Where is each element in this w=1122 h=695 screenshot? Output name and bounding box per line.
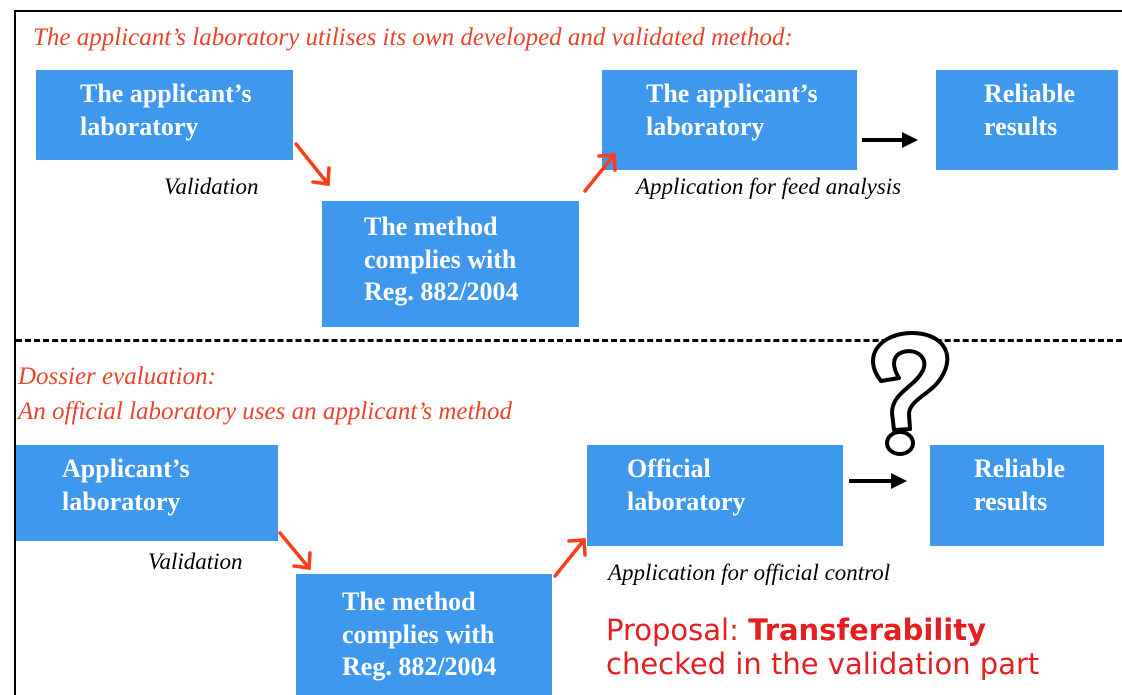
box-line: The applicant’s bbox=[80, 79, 252, 108]
proposal-line1: Proposal: Transferability bbox=[606, 613, 1039, 647]
bottom-heading-line1: Dossier evaluation: bbox=[18, 363, 216, 390]
top-applicant-lab-box: The applicant’s laboratory bbox=[36, 70, 293, 160]
bottom-method-box: The method complies with Reg. 882/2004 bbox=[296, 574, 552, 695]
question-mark-icon bbox=[871, 331, 950, 456]
box-line: Reg. 882/2004 bbox=[364, 277, 519, 306]
box-line: laboratory bbox=[80, 111, 199, 141]
slide-frame bbox=[14, 10, 1122, 695]
bottom-right-arrow-icon bbox=[849, 473, 907, 489]
box-line: complies with bbox=[364, 244, 517, 274]
bottom-application-caption: Application for official control bbox=[608, 560, 891, 585]
proposal-prefix: Proposal: bbox=[606, 613, 749, 647]
bottom-up-arrow-icon bbox=[553, 538, 587, 578]
box-line: Reg. 882/2004 bbox=[342, 652, 497, 681]
bottom-applicant-lab-box: Applicant’s laboratory bbox=[16, 445, 278, 541]
top-heading: The applicant’s laboratory utilises its … bbox=[33, 24, 793, 51]
box-line: The applicant’s bbox=[646, 79, 818, 108]
box-line: results bbox=[974, 486, 1048, 516]
top-reliable-results-box: Reliable results bbox=[936, 70, 1118, 170]
box-line: Official bbox=[627, 454, 711, 483]
proposal-text: Proposal: Transferability checked in the… bbox=[606, 613, 1039, 681]
box-line: Reliable bbox=[984, 79, 1075, 108]
box-line: The method bbox=[342, 587, 476, 616]
box-line: laboratory bbox=[646, 111, 765, 141]
box-line: Applicant’s bbox=[62, 454, 190, 483]
box-line: complies with bbox=[342, 619, 495, 649]
box-line: results bbox=[984, 111, 1058, 141]
box-line: Reliable bbox=[974, 454, 1065, 483]
proposal-bold: Transferability bbox=[748, 613, 986, 647]
bottom-heading-line2: An official laboratory uses an applicant… bbox=[18, 398, 512, 425]
top-right-arrow-icon bbox=[862, 132, 918, 148]
top-down-arrow-icon bbox=[294, 142, 331, 186]
top-up-arrow-icon bbox=[583, 153, 617, 193]
proposal-line2: checked in the validation part bbox=[606, 647, 1040, 682]
bottom-official-lab-box: Official laboratory bbox=[587, 445, 843, 546]
top-application-caption: Application for feed analysis bbox=[636, 174, 902, 199]
bottom-down-arrow-icon bbox=[278, 531, 312, 570]
box-line: The method bbox=[364, 212, 498, 241]
section-divider bbox=[16, 339, 1122, 342]
top-method-box: The method complies with Reg. 882/2004 bbox=[322, 201, 579, 327]
top-applicant-lab-box-2: The applicant’s laboratory bbox=[602, 70, 857, 170]
bottom-validation-caption: Validation bbox=[148, 549, 243, 574]
bottom-reliable-results-box: Reliable results bbox=[930, 445, 1104, 546]
box-line: laboratory bbox=[62, 486, 181, 516]
top-validation-caption: Validation bbox=[164, 174, 259, 199]
box-line: laboratory bbox=[627, 486, 746, 516]
